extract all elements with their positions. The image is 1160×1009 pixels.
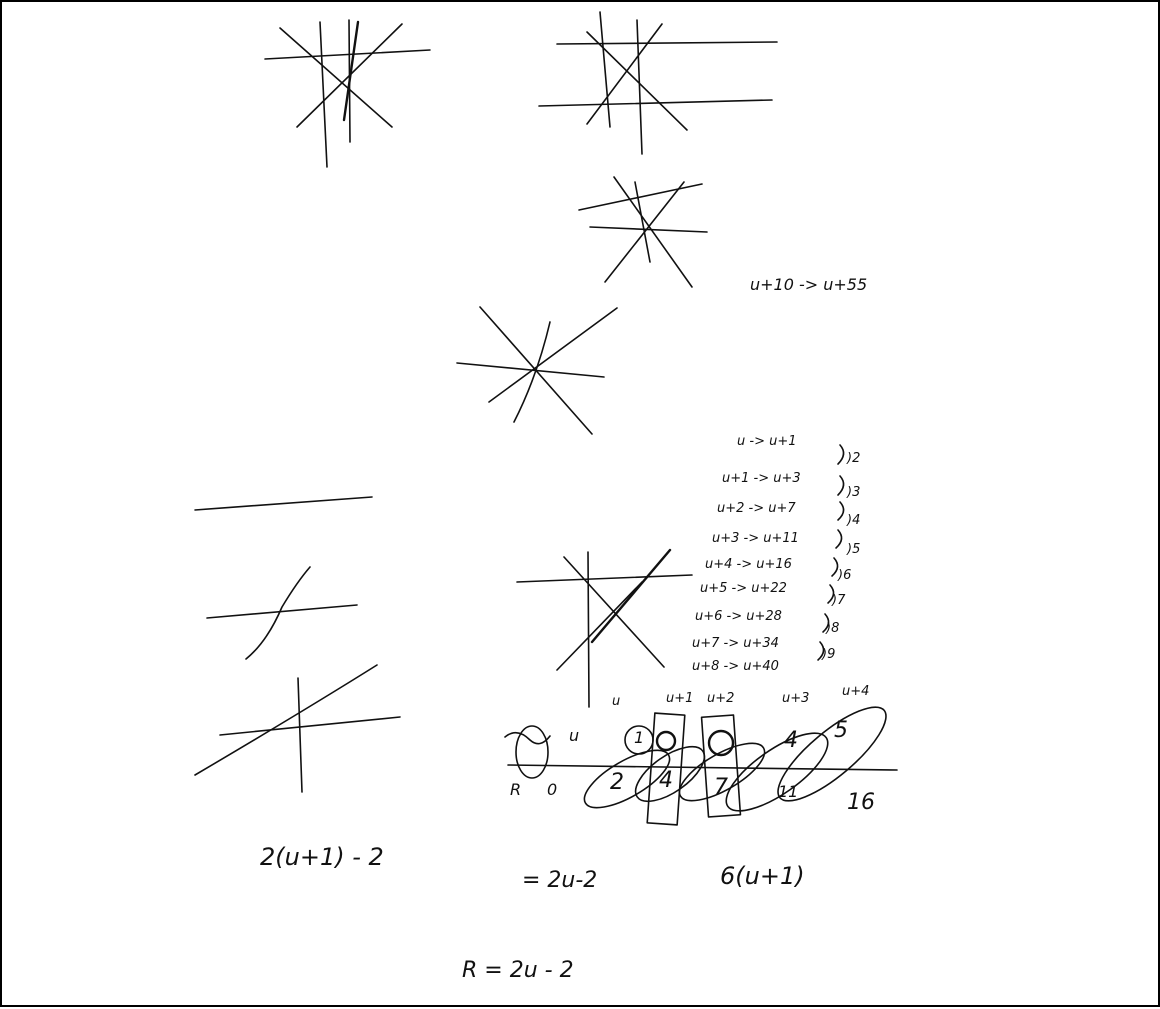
table-row2-cell-1: 0 — [547, 782, 557, 798]
cross-lines-bottom-left — [195, 665, 400, 792]
table-trailing-value: 16 — [847, 792, 875, 814]
progression-row-4: u+3 -> u+11 — [712, 532, 799, 545]
table-header-2: u+1 — [666, 692, 693, 705]
progression-row-2: u+1 -> u+3 — [722, 472, 801, 485]
table-header-4: u+3 — [782, 692, 809, 705]
line-arrangement-top-right — [539, 12, 777, 154]
progression-step-7: )8 — [826, 622, 839, 635]
formula-a: 2(u+1) - 2 — [260, 845, 384, 869]
table-header-1: u — [612, 695, 620, 708]
edge-rule-note: u+10 -> u+55 — [750, 277, 867, 293]
formula-c: R = 2u - 2 — [462, 960, 574, 982]
progression-row-5: u+4 -> u+16 — [705, 558, 792, 571]
progression-row-7: u+6 -> u+28 — [695, 610, 782, 623]
table-header-3: u+2 — [707, 692, 734, 705]
progression-step-3: )4 — [847, 514, 860, 527]
progression-step-2: )3 — [847, 486, 860, 499]
table-row2-cell-3: 4 — [659, 770, 673, 792]
table-row1-cell-5: 5 — [834, 720, 848, 742]
progression-row-8: u+7 -> u+34 — [692, 637, 779, 650]
table-sketch — [505, 693, 898, 824]
progression-row-1: u -> u+1 — [737, 435, 797, 448]
table-row2-cell-5: 11 — [778, 784, 798, 800]
curve-and-line-left — [207, 567, 357, 659]
line-arrangement-middle-right — [579, 177, 707, 287]
table-row1-cell-1: 1 — [634, 730, 644, 746]
formula-b: = 2u-2 — [522, 870, 597, 892]
single-line-left — [195, 497, 372, 510]
scribble-note: 6(u+1) — [720, 864, 805, 888]
table-row2-cell-4: 7 — [714, 777, 728, 799]
table-row1-cell-4: 4 — [784, 730, 798, 752]
progression-step-8: )9 — [822, 648, 835, 661]
table-row2-cell-2: 2 — [610, 772, 624, 794]
progression-step-6: )7 — [832, 594, 845, 607]
line-arrangement-center — [457, 307, 617, 434]
progression-row-9: u+8 -> u+40 — [692, 660, 779, 673]
progression-step-4: )5 — [847, 543, 860, 556]
table-header-5: u+4 — [842, 685, 869, 698]
table-row2-label: R — [510, 782, 521, 798]
progression-step-1: )2 — [847, 452, 860, 465]
line-arrangement-lower-middle — [517, 550, 692, 707]
table-row1-label: u — [569, 728, 579, 744]
progression-row-6: u+5 -> u+22 — [700, 582, 787, 595]
line-arrangement-top-left — [265, 20, 430, 167]
progression-step-5: )6 — [838, 569, 851, 582]
progression-row-3: u+2 -> u+7 — [717, 502, 796, 515]
